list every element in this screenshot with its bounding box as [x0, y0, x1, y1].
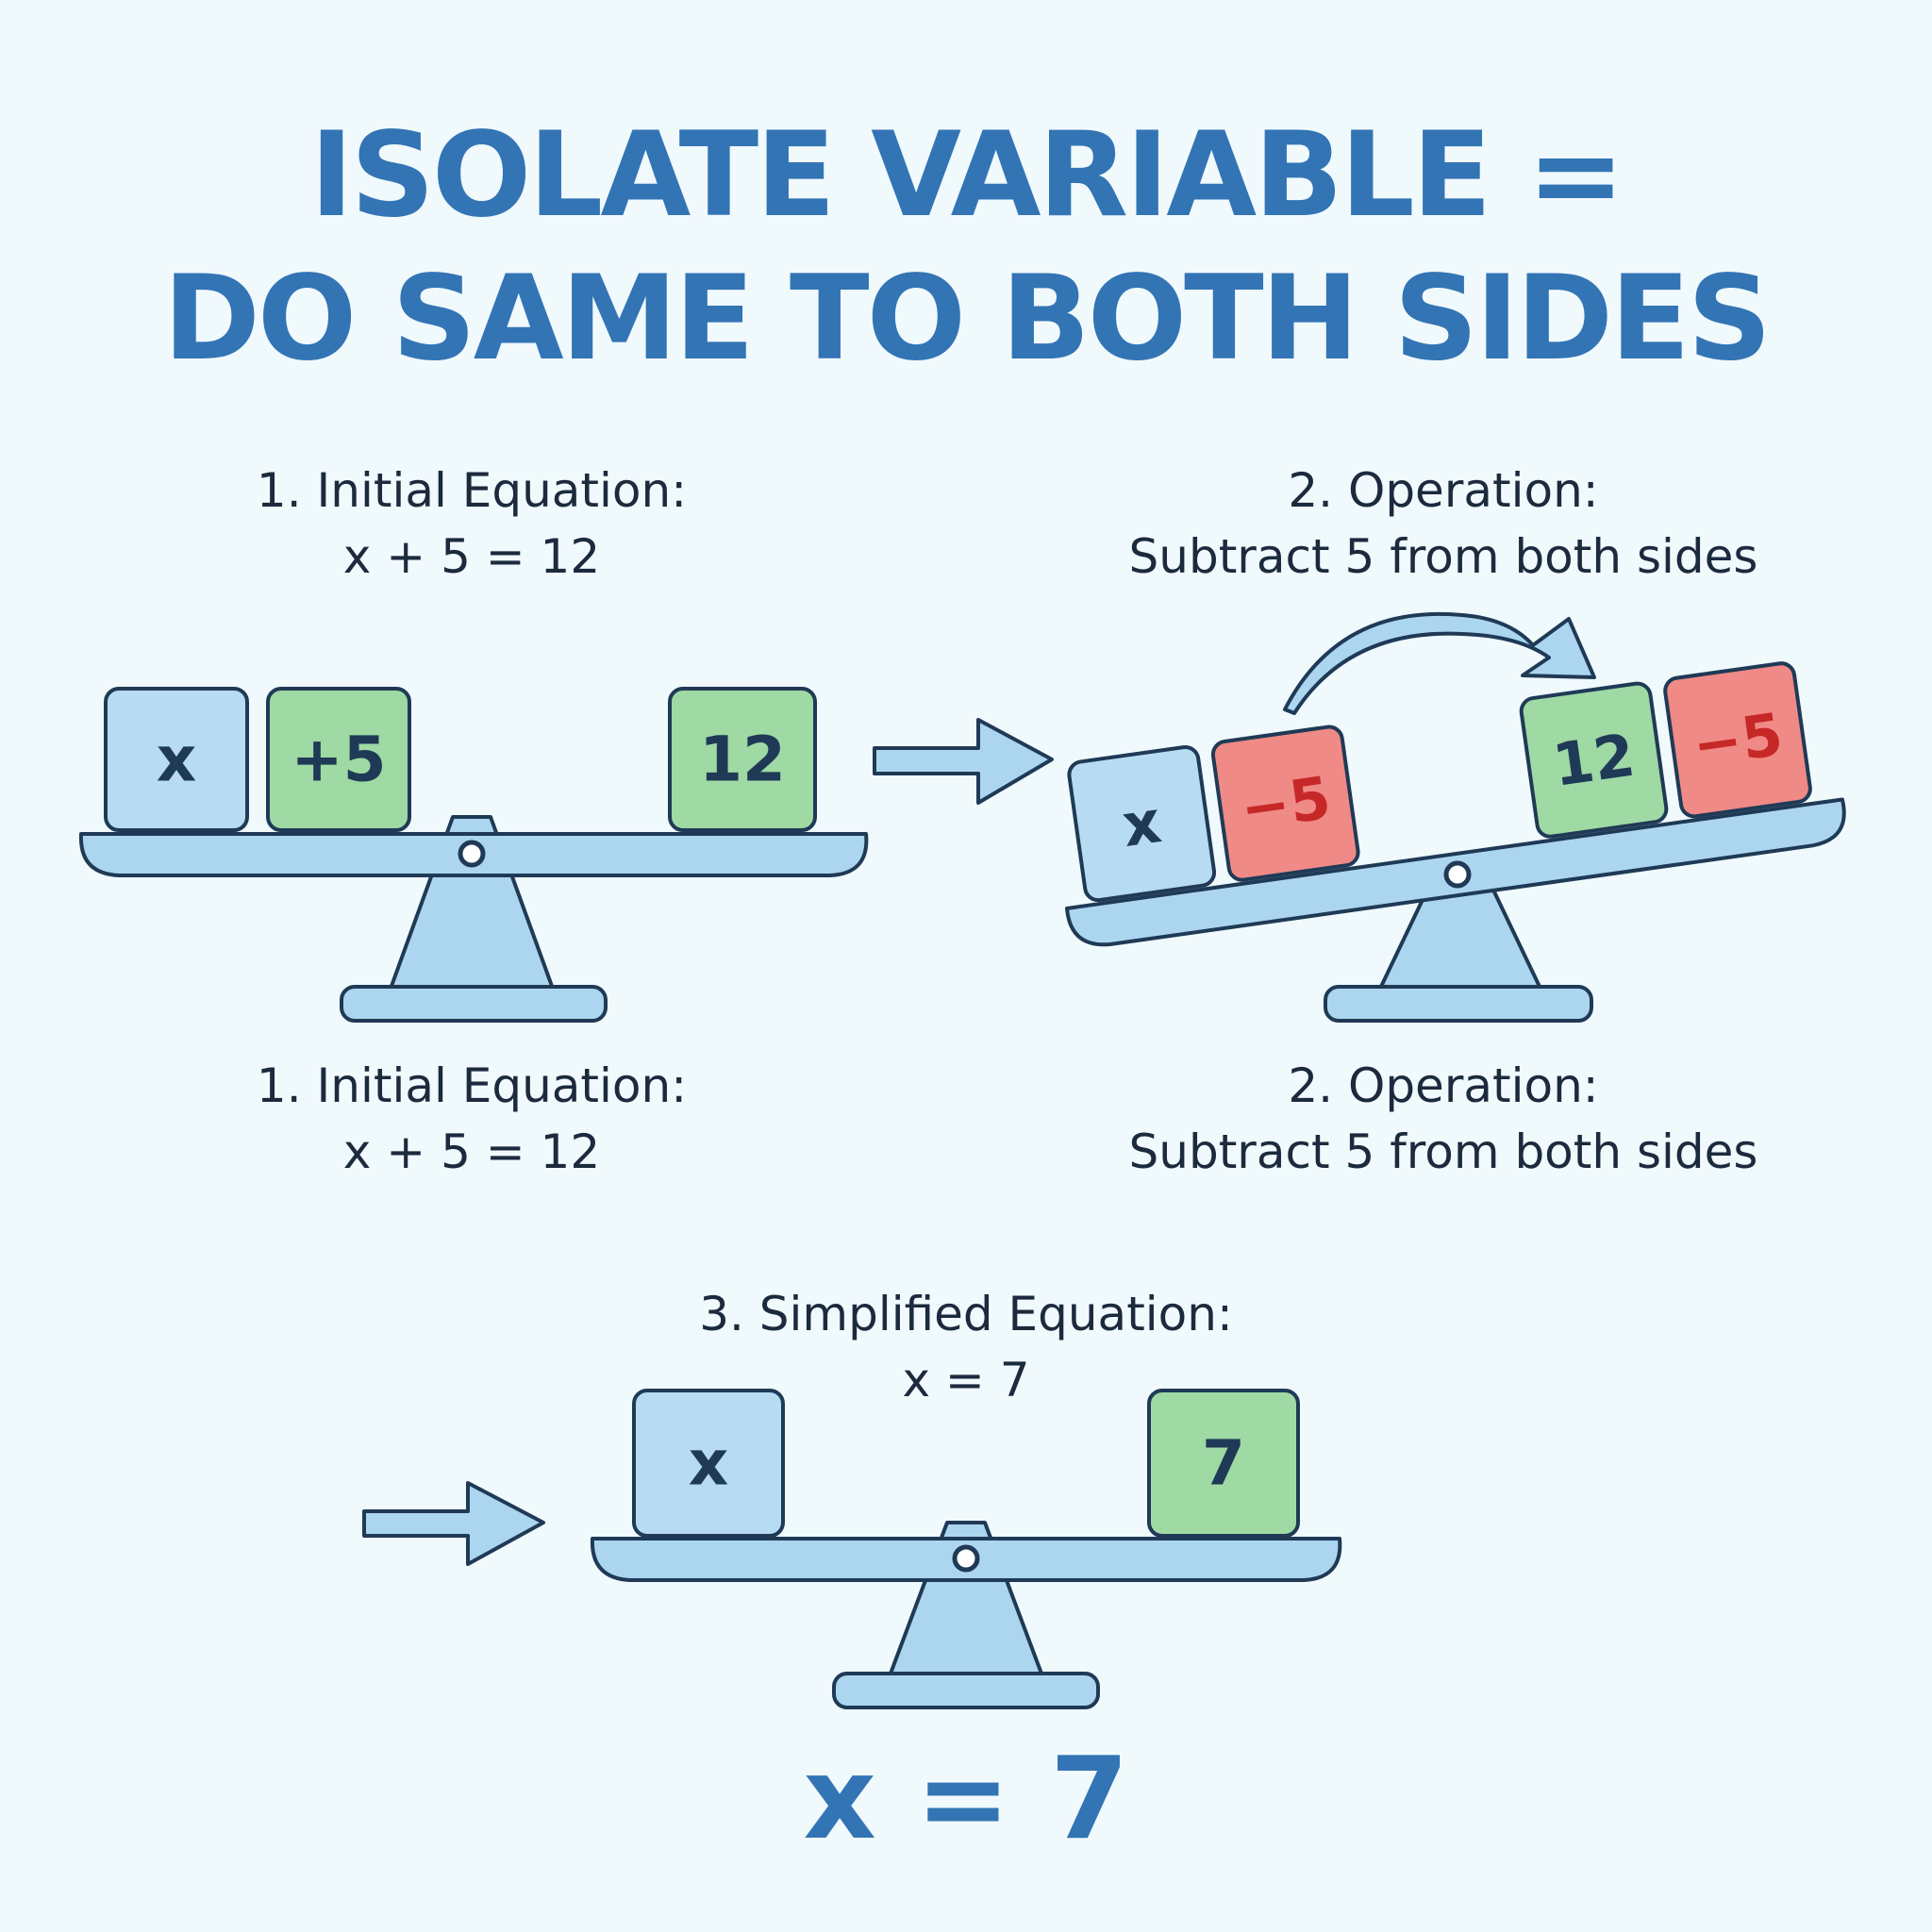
block-minus-5: −5 [1663, 661, 1812, 819]
caption-heading: 2. Operation: [1288, 1058, 1599, 1113]
scale-2-base [1324, 985, 1593, 1023]
pivot-icon [1443, 860, 1472, 889]
scale-1: x +5 12 [78, 687, 869, 1023]
caption-step1-top: 1. Initial Equation: x + 5 = 12 [189, 458, 755, 590]
block-label: 7 [1202, 1427, 1245, 1500]
block-12: 12 [668, 687, 817, 832]
block-minus-5: −5 [1210, 724, 1360, 882]
arrow-right-icon [873, 718, 1054, 805]
arrow-right-icon [362, 1481, 545, 1566]
title-line-2: DO SAME TO BOTH SIDES [162, 251, 1772, 387]
block-label: 12 [699, 724, 786, 796]
block-label: −5 [1237, 763, 1335, 844]
curved-arrow-icon [1283, 611, 1596, 715]
caption-heading: 1. Initial Equation: [256, 463, 688, 518]
caption-detail: Subtract 5 from both sides [1128, 1124, 1758, 1179]
scale-3: x 7 [590, 1389, 1342, 1709]
block-12: 12 [1519, 681, 1669, 839]
caption-heading: 1. Initial Equation: [256, 1058, 688, 1113]
scale-3-base [832, 1672, 1100, 1709]
block-label: 12 [1549, 721, 1640, 800]
block-label: x [157, 724, 197, 796]
final-answer: x = 7 [803, 1734, 1129, 1865]
block-label: +5 [291, 724, 386, 796]
caption-equation: x + 5 = 12 [342, 1124, 601, 1179]
caption-heading: 2. Operation: [1288, 463, 1599, 518]
caption-equation: x + 5 = 12 [342, 529, 601, 584]
pivot-icon [458, 840, 486, 868]
block-plus-5: +5 [266, 687, 411, 832]
caption-equation: x = 7 [902, 1353, 1030, 1407]
block-label: x [689, 1427, 729, 1500]
block-x: x [632, 1389, 785, 1538]
caption-detail: Subtract 5 from both sides [1128, 529, 1758, 584]
caption-step2-top: 2. Operation: Subtract 5 from both sides [1066, 458, 1821, 590]
caption-step1-bottom: 1. Initial Equation: x + 5 = 12 [189, 1053, 755, 1185]
scale-2: x −5 12 −5 [1064, 661, 1846, 1023]
caption-heading: 3. Simplified Equation: [699, 1287, 1233, 1341]
caption-step2-bottom: 2. Operation: Subtract 5 from both sides [1066, 1053, 1821, 1185]
caption-step3: 3. Simplified Equation: x = 7 [589, 1281, 1343, 1413]
pivot-icon [952, 1544, 980, 1573]
block-7: 7 [1147, 1389, 1300, 1538]
block-x: x [104, 687, 249, 832]
block-label: −5 [1689, 700, 1787, 781]
block-x: x [1067, 744, 1217, 903]
title-line-1: ISOLATE VARIABLE = [309, 108, 1624, 243]
scale-1-base [340, 985, 608, 1023]
